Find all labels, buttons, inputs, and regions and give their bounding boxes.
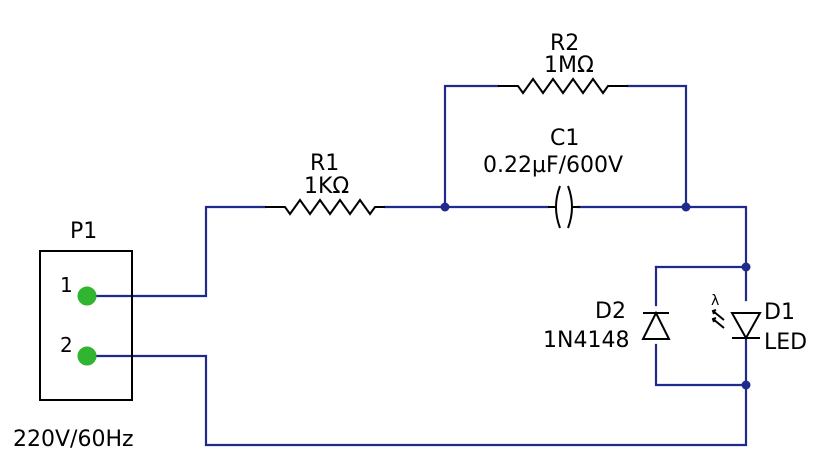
capacitor-c1-ref: C1	[550, 126, 579, 151]
connector-body	[39, 250, 133, 401]
wires	[86, 84, 748, 447]
diode-d2: D2 1N4148	[543, 299, 671, 353]
connector-rating: 220V/60Hz	[13, 427, 134, 452]
wire-pin1-to-r1	[86, 205, 267, 298]
wire-c1-to-node	[576, 205, 748, 269]
connector-pin-1	[77, 286, 97, 306]
diode-d2-value: 1N4148	[543, 328, 629, 353]
led-d1-ref: D1	[764, 300, 795, 325]
diode-d2-triangle	[641, 310, 671, 340]
resistor-r2-value: 1MΩ	[544, 53, 594, 78]
wire-r2-loop	[443, 84, 500, 209]
led-lambda-icon: λ	[711, 293, 719, 309]
connector-pin-1-label: 1	[60, 273, 73, 297]
led-emission-arrows-icon: λ	[711, 293, 725, 329]
junction-dot	[681, 202, 691, 212]
capacitor-c1: C1 0.22µF/600V	[483, 126, 623, 229]
connector-pin-2	[77, 346, 97, 366]
junction-dot	[741, 262, 751, 272]
wire-d2-bottom	[654, 343, 748, 387]
resistor-r1-zigzag	[265, 198, 385, 216]
resistor-r2-zigzag	[498, 77, 628, 95]
resistor-r2: R2 1MΩ	[498, 31, 628, 95]
connector-ref: P1	[70, 219, 97, 244]
junction-dot	[440, 202, 450, 212]
capacitor-c1-value: 0.22µF/600V	[483, 153, 623, 178]
wire-diode-top	[654, 265, 748, 302]
resistor-r2-ref: R2	[550, 31, 579, 56]
junctions	[440, 202, 751, 390]
diode-d2-ref: D2	[595, 299, 626, 324]
led-d1-value: LED	[764, 330, 807, 355]
resistor-r1: R1 1KΩ	[265, 151, 385, 216]
junction-dot	[741, 380, 751, 390]
resistor-r1-value: 1KΩ	[304, 174, 349, 199]
led-d1: λ D1 LED	[711, 293, 807, 355]
resistor-r1-ref: R1	[310, 151, 339, 176]
wire-d1-bottom	[86, 338, 748, 447]
wire-r2-right	[626, 84, 688, 209]
connector-p1: P1 1 2 220V/60Hz	[13, 219, 134, 452]
connector-pin-2-label: 2	[60, 333, 73, 357]
led-d1-triangle	[730, 312, 762, 341]
